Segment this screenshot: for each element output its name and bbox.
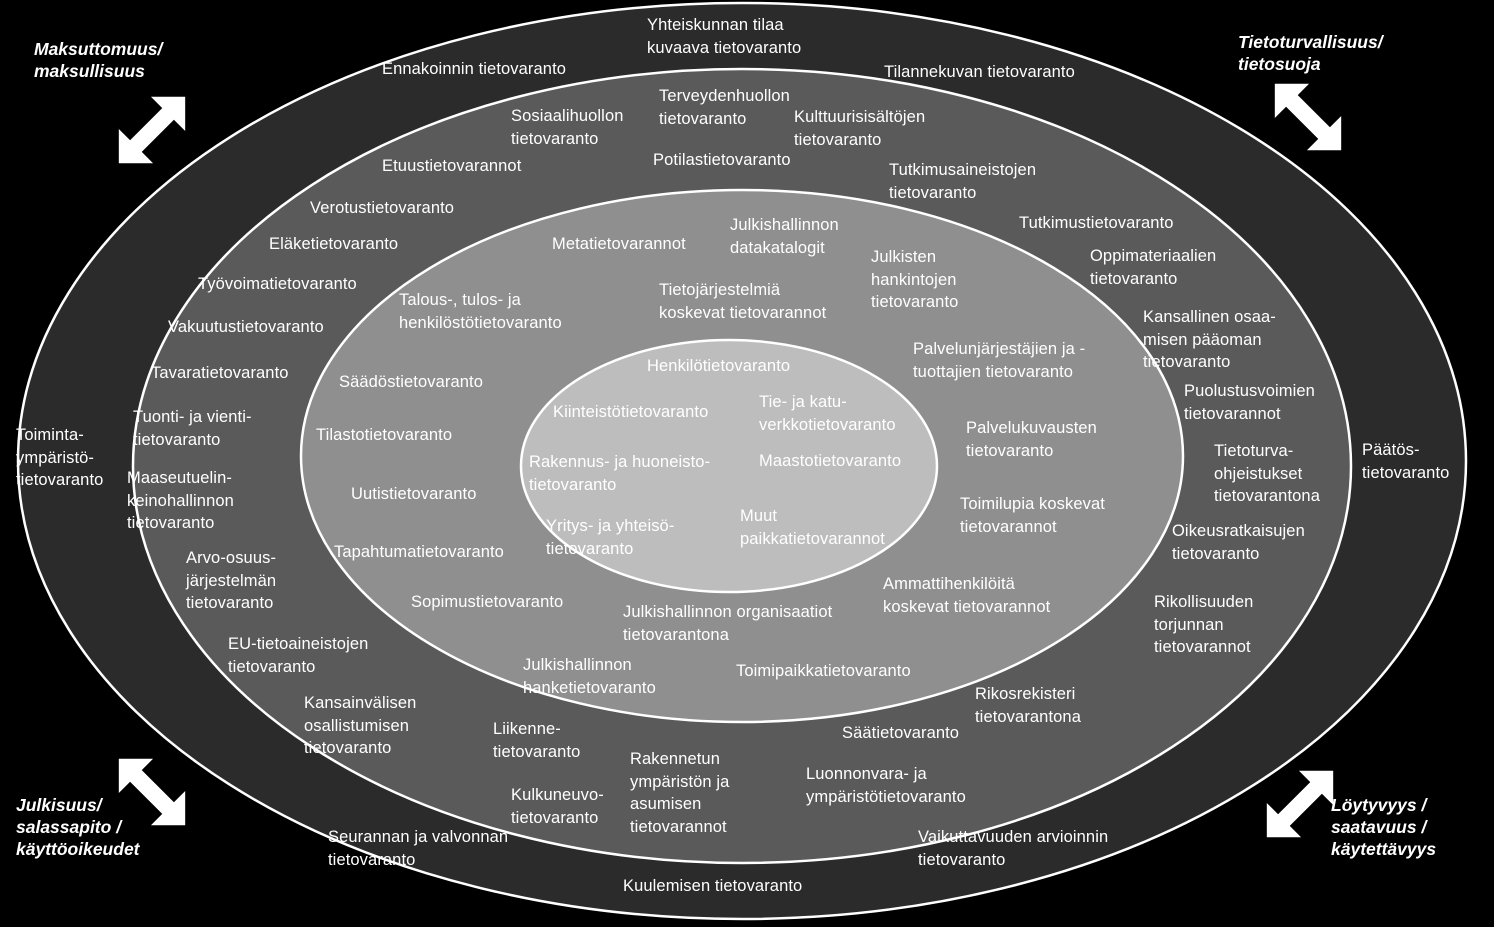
ring3-label: Ennakoinnin tietovaranto <box>382 60 567 78</box>
outer-ring-label: Yhteiskunnan tilaa kuvaava tietovaranto <box>647 16 802 57</box>
ring3-label: Oppimateriaalien tietovaranto <box>1090 247 1217 288</box>
ring3-label: Verotustietovaranto <box>310 199 455 217</box>
ring3-label: Potilastietovaranto <box>653 151 791 169</box>
core-label: Henkilötietovaranto <box>647 357 791 375</box>
double-arrow-icon <box>117 757 187 827</box>
ring2-label: Julkishallinnon hanketietovaranto <box>523 656 656 697</box>
ring3-label: Kulkuneuvo- tietovaranto <box>511 786 604 827</box>
ring2-label: Metatietovarannot <box>552 235 686 253</box>
corner-label-findability: Löytyvyys / saatavuus / käytettävyys <box>1331 795 1437 859</box>
ring3-label: Liikenne- tietovaranto <box>493 720 581 761</box>
ring3-label: Seurannan ja valvonnan tietovaranto <box>328 828 509 869</box>
corner-label-pricing: Maksuttomuus/ maksullisuus <box>34 39 163 81</box>
ring3-label: Luonnonvara- ja ympäristötietovaranto <box>806 765 966 806</box>
ring3-label: Vakuutustietovaranto <box>168 318 324 336</box>
core-label: Yritys- ja yhteisö- tietovaranto <box>546 517 675 558</box>
ring3-label: Tuonti- ja vienti- tietovaranto <box>133 408 252 449</box>
ring3-label: Tilannekuvan tietovaranto <box>884 63 1075 81</box>
ring3-label: EU-tietoaineistojen tietovaranto <box>228 635 369 676</box>
ring3-label: Rikosrekisteri tietovarantona <box>975 685 1081 726</box>
double-arrow-icon <box>117 95 187 165</box>
ring2-label: Julkisten hankintojen tietovaranto <box>871 248 959 311</box>
ring3-label: Maaseutuelin- keinohallinnon tietovarant… <box>127 469 234 532</box>
ring2-label: Talous-, tulos- ja henkilöstötietovarant… <box>399 291 562 332</box>
ring3-label: Tutkimusaineistojen tietovaranto <box>889 161 1037 202</box>
ring3-label: Tutkimustietovaranto <box>1019 214 1174 232</box>
ring3-label: Työvoimatietovaranto <box>198 275 357 293</box>
corner-label-publicity: Julkisuus/ salassapito / käyttöoikeudet <box>16 795 140 859</box>
outer-ring-label: Päätös- tietovaranto <box>1362 441 1450 482</box>
ring2-label: Julkishallinnon datakatalogit <box>730 216 839 257</box>
double-arrow-icon <box>1273 82 1343 152</box>
ring2-label: Säädöstietovaranto <box>339 373 483 391</box>
ring3-label: Oikeusratkaisujen tietovaranto <box>1172 522 1305 563</box>
ring3-label: Rakennetun ympäristön ja asumisen tietov… <box>630 750 730 836</box>
ring3-label: Kansainvälisen osallistumisen tietovaran… <box>304 694 417 757</box>
ring3-label: Tavaratietovaranto <box>151 364 289 382</box>
core-label: Tie- ja katu- verkkotietovaranto <box>759 393 896 434</box>
ring2-label: Ammattihenkilöitä koskevat tietovarannot <box>883 575 1051 616</box>
ring3-label: Tietoturva- ohjeistukset tietovarantona <box>1214 442 1320 505</box>
ring2-label: Toimilupia koskevat tietovarannot <box>960 495 1105 536</box>
ring3-label: Arvo-osuus- järjestelmän tietovaranto <box>186 549 277 612</box>
core-label: Rakennus- ja huoneisto- tietovaranto <box>529 453 711 494</box>
core-label: Kiinteistötietovaranto <box>553 403 709 421</box>
ring3-label: Vaikuttavuuden arvioinnin tietovaranto <box>918 828 1109 869</box>
ring3-label: Eläketietovaranto <box>269 235 399 253</box>
ring3-label: Säätietovaranto <box>842 724 960 742</box>
ring3-label: Kulttuurisisältöjen tietovaranto <box>794 108 926 149</box>
double-arrow-icon <box>1265 769 1335 839</box>
ring3-label: Sosiaalihuollon tietovaranto <box>511 107 624 148</box>
core-ring <box>519 338 939 594</box>
ring2-label: Tapahtumatietovaranto <box>334 543 504 561</box>
corner-label-security: Tietoturvallisuus/ tietosuoja <box>1238 32 1383 74</box>
ring3-label: Etuustietovarannot <box>382 157 522 175</box>
ring2-label: Julkishallinnon organisaatiot tietovaran… <box>623 603 833 644</box>
ring3-label: Terveydenhuollon tietovaranto <box>659 87 790 128</box>
ring2-label: Palvelukuvausten tietovaranto <box>966 419 1097 460</box>
outer-ring-label: Toiminta- ympäristö- tietovaranto <box>16 426 104 489</box>
ring2-label: Tietojärjestelmiä koskevat tietovarannot <box>659 281 827 322</box>
core-label: Maastotietovaranto <box>759 452 902 470</box>
ring2-label: Uutistietovaranto <box>351 485 477 503</box>
ring2-label: Palvelunjärjestäjien ja - tuottajien tie… <box>913 340 1086 381</box>
ring2-label: Tilastotietovaranto <box>316 426 453 444</box>
ring3-label: Puolustusvoimien tietovarannot <box>1184 382 1315 423</box>
outer-ring-label: Kuulemisen tietovaranto <box>623 877 803 895</box>
ring3-label: Kansallinen osaa- misen pääoman tietovar… <box>1143 308 1276 371</box>
ring3-label: Rikollisuuden torjunnan tietovarannot <box>1154 593 1254 656</box>
ring2-label: Toimipaikkatietovaranto <box>736 662 911 680</box>
ring2-label: Sopimustietovaranto <box>411 593 564 611</box>
core-label: Muut paikkatietovarannot <box>740 507 885 548</box>
